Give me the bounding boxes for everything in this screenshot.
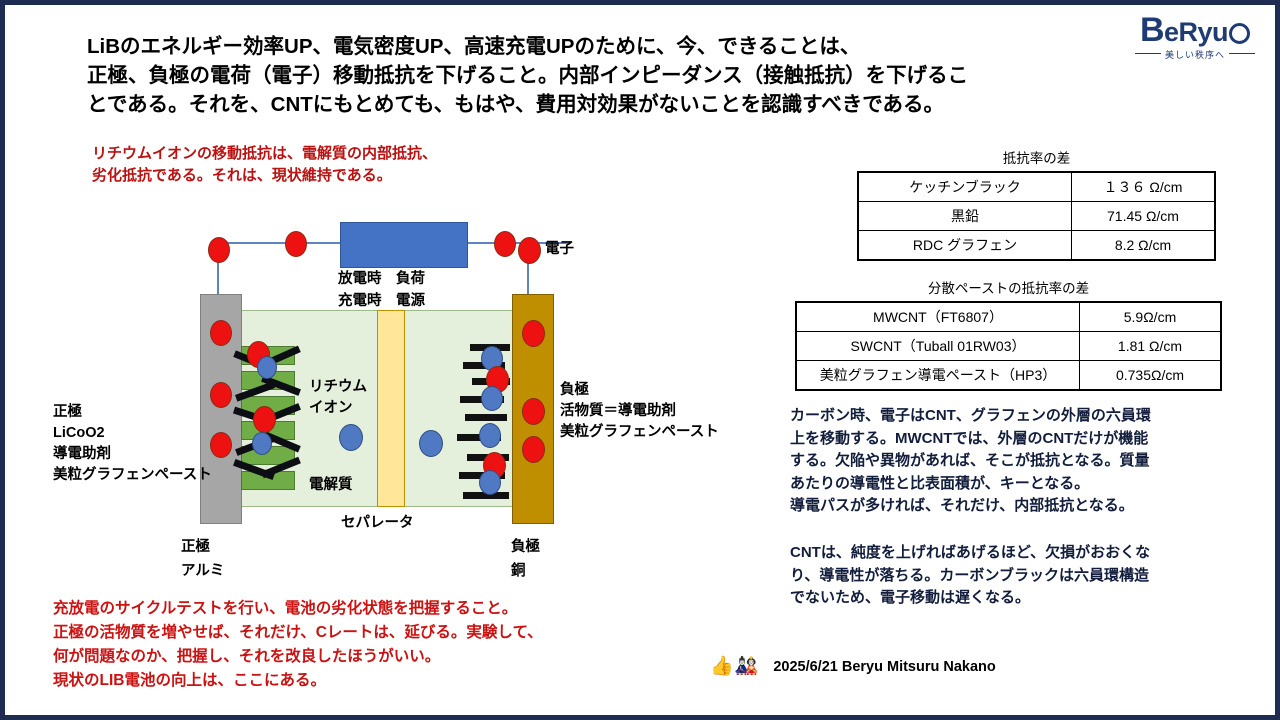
separator-label: セパレータ [341,515,414,531]
table-row: 黒鉛 71.45 Ω/cm [857,201,1216,231]
table-cell-value: １３６ Ω/cm [1071,171,1216,202]
resistivity-table-title: 抵抗率の差 [1002,151,1071,166]
table-row: SWCNT（Tuball 01RW03） 1.81 Ω/cm [795,331,1222,361]
logo-initial: B [1139,11,1165,49]
electron-dot [518,237,541,264]
table-cell-value: 1.81 Ω/cm [1079,331,1222,361]
lithium-ion-dot [252,432,272,455]
wire-anode-vertical [527,242,529,300]
cathode-composition-label: 正極 LiCoO2 導電助剤 美粒グラフェンペースト [53,404,212,483]
red-note-bottom: 充放電のサイクルテストを行い、電池の劣化状態を把握すること。 正極の活物質を増や… [53,600,543,689]
logo-rule-right [1229,53,1255,54]
electron-dot [285,231,307,257]
electrolyte-label: 電解質 [309,477,353,493]
electron-dot [253,406,276,433]
logo-circle-icon [1229,23,1251,44]
electron-dot [522,320,545,347]
anode-conductive-bar [463,492,509,499]
load-caption: 放電時 負荷 充電時 電源 [338,271,425,309]
table-cell-value: 5.9Ω/cm [1079,301,1222,332]
cathode-bottom-label: 正極 アルミ [181,539,225,579]
anode-composition-label: 負極 活物質＝導電助剤 美粒グラフェンペースト [560,382,719,440]
electron-label: 電子 [545,241,574,257]
logo-rule-left [1134,53,1161,54]
lithium-ion-dot [339,424,363,451]
table-row: 美粒グラフェン導電ペースト（HP3） 0.735Ω/cm [795,360,1222,391]
footer: 👍🎎 2025/6/21 Beryu Mitsuru Nakano [710,657,996,677]
blue-note-2: CNTは、純度を上げればあげるほど、欠損がおおくな り、導電性が落ちる。カーボン… [790,544,1151,606]
lithium-ion-dot [479,423,501,448]
wire-top-left [217,242,341,244]
electron-dot [522,398,545,425]
load-power-box [340,222,468,268]
lithium-ion-label: リチウム イオン [309,379,367,416]
paste-resistivity-table-title: 分散ペーストの抵抗率の差 [927,281,1090,296]
wire-top-right [465,242,570,244]
paste-resistivity-table: MWCNT（FT6807） 5.9Ω/cm SWCNT（Tuball 01RW0… [795,301,1222,391]
table-cell-name: 美粒グラフェン導電ペースト（HP3） [795,360,1080,391]
electron-dot [522,436,545,463]
electron-dot [210,320,232,346]
table-cell-name: RDC グラフェン [857,230,1072,261]
table-cell-name: ケッチンブラック [857,171,1072,202]
wire-cathode-vertical [217,242,219,298]
paste-resistivity-table-block: 分散ペーストの抵抗率の差 MWCNT（FT6807） 5.9Ω/cm SWCNT… [795,277,1222,391]
table-cell-value: 0.735Ω/cm [1079,360,1222,391]
blue-note-1: カーボン時、電子はCNT、グラフェンの外層の六員環 上を移動する。MWCNTでは… [790,407,1151,514]
logo-wordmark: BeRyu [1129,13,1261,47]
table-cell-value: 71.45 Ω/cm [1071,201,1216,231]
table-cell-name: SWCNT（Tuball 01RW03） [795,331,1080,361]
beryu-logo: BeRyu 美しい秩序へ [1129,13,1261,73]
logo-tagline-row: 美しい秩序へ [1129,48,1261,61]
anode-conductive-bar [465,414,507,421]
battery-diagram: 電子 放電時 負荷 充電時 電源 [45,210,785,590]
resistivity-table: ケッチンブラック １３６ Ω/cm 黒鉛 71.45 Ω/cm RDC グラフェ… [857,171,1216,261]
table-row: MWCNT（FT6807） 5.9Ω/cm [795,301,1222,332]
table-row: RDC グラフェン 8.2 Ω/cm [857,230,1216,261]
electron-dot [210,382,232,408]
lithium-ion-dot [257,356,277,379]
lithium-ion-dot [419,430,443,457]
logo-tagline: 美しい秩序へ [1164,50,1225,60]
red-note-top: リチウムイオンの移動抵抗は、電解質の内部抵抗、 劣化抵抗である。それは、現状維持… [92,145,438,184]
table-cell-name: MWCNT（FT6807） [795,301,1080,332]
table-cell-name: 黒鉛 [857,201,1072,231]
table-cell-value: 8.2 Ω/cm [1071,230,1216,261]
thumbs-up-icon: 👍🎎 [710,656,760,677]
logo-name: eRyu [1164,17,1229,47]
resistivity-table-block: 抵抗率の差 ケッチンブラック １３６ Ω/cm 黒鉛 71.45 Ω/cm RD… [857,147,1216,261]
lithium-ion-dot [481,386,503,411]
lithium-ion-dot [479,470,501,495]
electron-dot [210,432,232,458]
footer-credit: 2025/6/21 Beryu Mitsuru Nakano [773,659,996,675]
anode-bottom-label: 負極 銅 [511,539,540,579]
table-row: ケッチンブラック １３６ Ω/cm [857,171,1216,202]
electron-dot [494,231,516,257]
headline-text: LiBのエネルギー効率UP、電気密度UP、高速充電UPのために、今、できることは… [87,35,969,116]
electron-dot [208,237,230,263]
separator-layer [377,310,405,507]
